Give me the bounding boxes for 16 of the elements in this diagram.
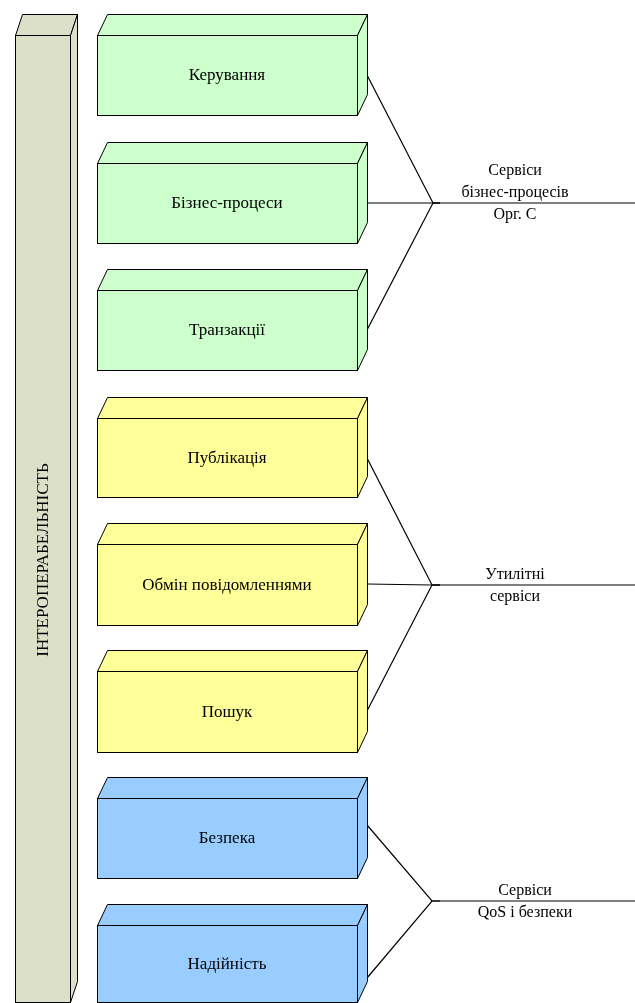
- box-label: Обмін повідомленнями: [142, 574, 312, 595]
- connector-line: [439, 202, 635, 204]
- connector-line: [439, 900, 635, 902]
- box-label: Керування: [188, 65, 266, 85]
- box-label: Надійність: [187, 953, 267, 974]
- box-label: Бізнес-процеси: [171, 193, 283, 213]
- box-label: Пошук: [201, 701, 253, 722]
- box-label: Безпека: [198, 828, 256, 848]
- box-label: Транзакції: [189, 320, 265, 340]
- connector-line: [366, 900, 441, 979]
- vertical-label: ІНТЕРОПЕРАБЕЛЬНІСТЬ: [32, 463, 53, 657]
- group-label: Сервіси QoS і безпеки: [440, 879, 610, 923]
- box-label: Публікація: [187, 447, 267, 468]
- group-label: Сервіси бізнес-процесів Орг. С: [440, 159, 590, 225]
- group-label: Утилітні сервіси: [440, 563, 590, 607]
- connector-line: [439, 584, 635, 586]
